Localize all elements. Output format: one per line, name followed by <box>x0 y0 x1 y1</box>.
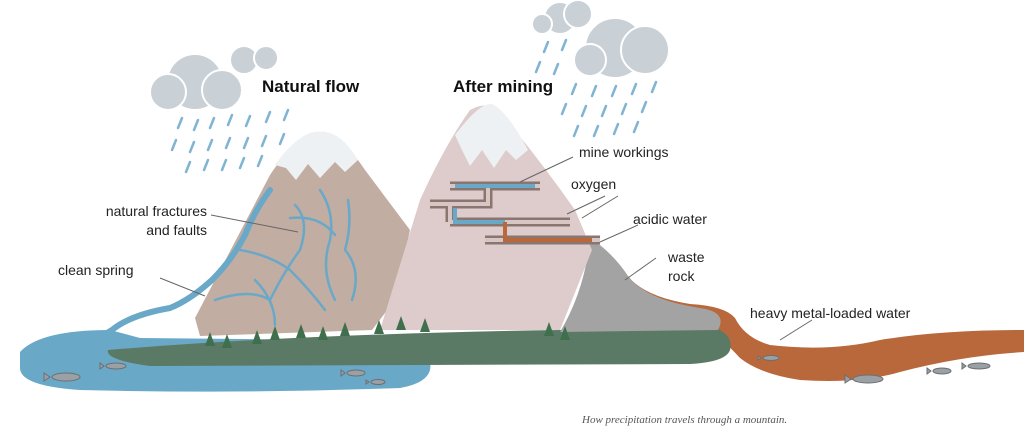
label-heavy-metal-water: heavy metal-loaded water <box>750 305 911 321</box>
mine-workings <box>430 181 600 245</box>
waste-rock <box>560 238 721 332</box>
title-natural-flow: Natural flow <box>262 77 360 96</box>
fish-icon <box>961 362 991 370</box>
label-acidic-water: acidic water <box>633 211 707 227</box>
rain-right <box>534 38 658 138</box>
label-and-faults: and faults <box>146 222 207 238</box>
trees <box>205 316 570 348</box>
mined-mountain-snow <box>455 103 528 168</box>
polluted-river <box>585 240 1024 381</box>
fish-icon <box>365 379 386 385</box>
natural-fractures <box>213 188 357 327</box>
leader-lines <box>159 156 813 341</box>
rain-left <box>170 108 290 174</box>
cloud-left <box>149 45 279 111</box>
tunnel-clean-water <box>453 184 535 224</box>
label-clean-spring: clean spring <box>58 262 134 278</box>
cloud-right <box>531 0 670 79</box>
title-after-mining: After mining <box>453 77 553 96</box>
label-natural-fractures: natural fractures <box>106 203 207 219</box>
caption: How precipitation travels through a moun… <box>581 414 787 426</box>
label-waste: waste <box>667 249 705 265</box>
natural-mountain-snow <box>275 131 358 180</box>
label-mine-workings: mine workings <box>579 144 668 160</box>
fish-icon <box>757 355 780 361</box>
fish-icon <box>340 369 366 377</box>
fish-icon <box>99 362 127 370</box>
fish-icon <box>43 372 81 382</box>
ground <box>107 324 731 366</box>
label-rock: rock <box>668 268 695 284</box>
fish-icon <box>926 367 952 375</box>
fish-group <box>43 355 991 385</box>
clean-spring-stream <box>89 187 273 349</box>
tunnel-acidic-water <box>503 222 592 242</box>
label-oxygen: oxygen <box>571 176 616 192</box>
fish-icon <box>844 374 884 384</box>
